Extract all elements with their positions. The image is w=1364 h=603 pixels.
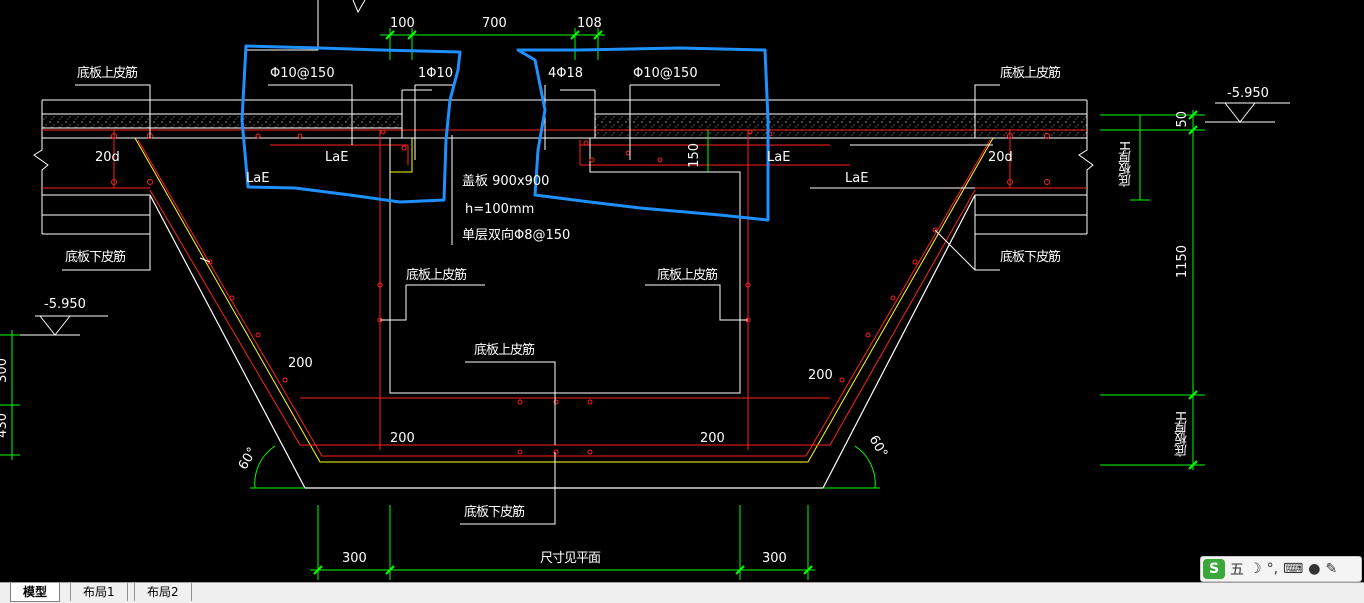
level-left: -5.950 <box>44 297 86 312</box>
label-side-200-right: 200 <box>808 368 833 383</box>
label-inner-top-center: 底板上皮筋 <box>474 343 535 358</box>
label-20d-left: 20d <box>95 150 120 165</box>
layout-tab-bar: 模型 布局1 布局2 <box>0 582 1364 603</box>
label-cover-h: h=100mm <box>465 202 535 217</box>
tab-model[interactable]: 模型 <box>10 583 61 602</box>
label-top-bar-right: 底板上皮筋 <box>1000 66 1061 81</box>
ime-mode[interactable]: 五 <box>1230 562 1244 578</box>
label-bot-200-left: 200 <box>390 431 415 446</box>
cad-model-space[interactable]: 100 700 108 底板上皮筋 底板上皮筋 底板下皮筋 底板下皮筋 Φ10@… <box>0 0 1364 582</box>
ime-toolbar[interactable]: S 五 ☽ °, ⌨ ● ✎ <box>1200 556 1362 582</box>
label-lae-3: LaE <box>767 150 791 165</box>
label-rebar-left: Φ10@150 <box>270 66 335 81</box>
label-bot-200-right: 200 <box>700 431 725 446</box>
keyboard-icon[interactable]: ⌨ <box>1283 561 1304 577</box>
dim-top-left: 100 <box>390 16 415 31</box>
slab-topping-right <box>594 113 1088 139</box>
label-lae-4: LaE <box>845 171 869 186</box>
dim-bottom-mid: 尺寸见平面 <box>540 551 601 566</box>
label-inner-top-right: 底板上皮筋 <box>657 268 718 283</box>
moon-icon[interactable]: ☽ <box>1249 561 1262 577</box>
dim-left-430: 430 <box>0 413 10 438</box>
label-rebar-1: 1Φ10 <box>418 66 454 81</box>
label-rebar-4: 4Φ18 <box>548 66 584 81</box>
label-bottom-bar-left: 底板下皮筋 <box>65 250 126 265</box>
tab-layout1[interactable]: 布局1 <box>70 583 128 601</box>
label-side-200-left: 200 <box>288 356 313 371</box>
dim-offset-150: 150 <box>687 143 702 168</box>
label-lae-2: LaE <box>246 171 270 186</box>
tab-layout2[interactable]: 布局2 <box>134 583 192 601</box>
dim-bottom-right: 300 <box>762 551 787 566</box>
label-20d-right: 20d <box>988 150 1013 165</box>
dim-top-right: 108 <box>577 16 602 31</box>
label-bottom-center: 底板下皮筋 <box>464 505 525 520</box>
label-slab-thick-bottom: 底板厚H <box>1175 412 1190 457</box>
label-bottom-bar-right: 底板下皮筋 <box>1000 250 1061 265</box>
ime-logo-icon[interactable]: S <box>1203 559 1225 579</box>
dim-right-50: 50 <box>1175 111 1190 128</box>
punctuation-icon[interactable]: °, <box>1266 561 1279 577</box>
dim-top-mid: 700 <box>482 16 507 31</box>
label-cover-rebar: 单层双向Φ8@150 <box>462 228 571 243</box>
wrench-icon[interactable]: ✎ <box>1325 561 1338 577</box>
slab-topping-left <box>41 113 403 129</box>
label-inner-top-left: 底板上皮筋 <box>406 268 467 283</box>
cad-drawing <box>0 0 1290 580</box>
level-right: -5.950 <box>1227 86 1269 101</box>
markup-outline <box>240 44 770 222</box>
dim-left-300: 300 <box>0 358 10 383</box>
label-top-bar-left: 底板上皮筋 <box>77 66 138 81</box>
dim-bottom-left: 300 <box>342 551 367 566</box>
label-lae-1: LaE <box>325 150 349 165</box>
user-icon[interactable]: ● <box>1308 561 1321 577</box>
label-slab-thick-top: 底板厚H <box>1119 142 1134 187</box>
label-rebar-right: Φ10@150 <box>633 66 698 81</box>
dim-right-1150: 1150 <box>1175 245 1190 279</box>
label-cover-plate: 盖板 900x900 <box>462 174 550 189</box>
